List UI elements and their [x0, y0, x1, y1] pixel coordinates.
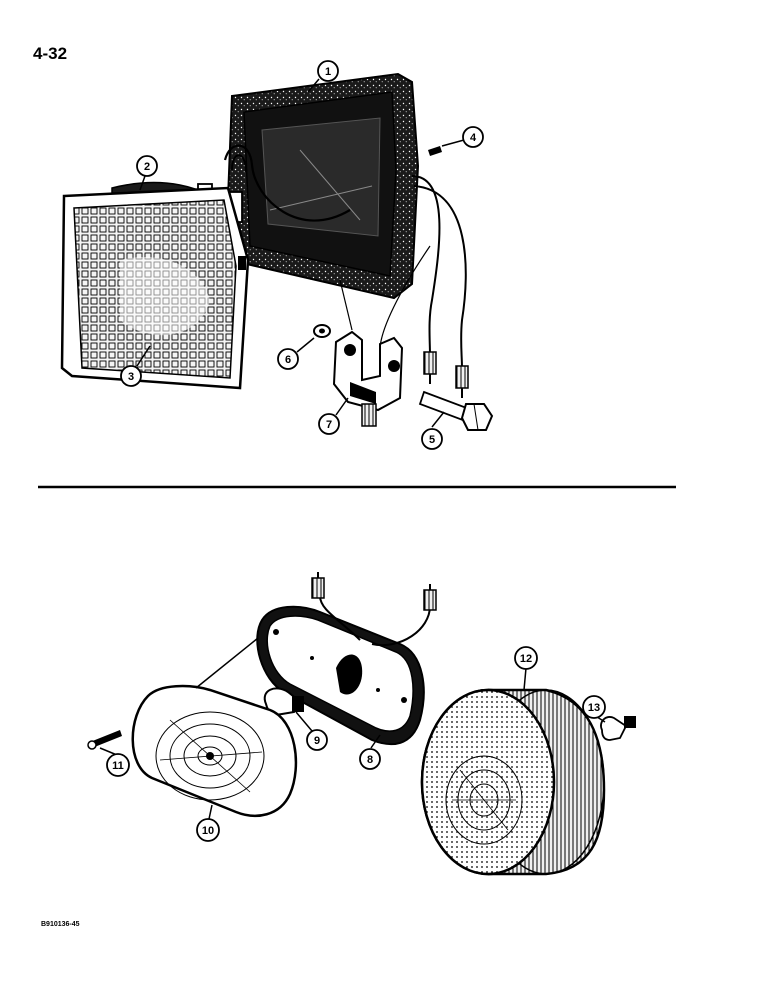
callout-5: 5	[421, 428, 443, 450]
lens-screw	[87, 730, 122, 750]
figure-code: B910136-45	[41, 921, 80, 928]
tail-lamp-lens	[131, 684, 298, 818]
lamp-bracket	[332, 330, 404, 427]
flat-washer	[313, 324, 331, 338]
callout-13-label: 13	[588, 702, 600, 714]
callout-8-label: 8	[367, 754, 373, 766]
callout-12: 12	[514, 646, 538, 670]
callout-10: 10	[196, 818, 220, 842]
small-screw-upper	[428, 146, 442, 156]
callout-3: 3	[120, 365, 142, 387]
callout-12-label: 12	[520, 653, 532, 665]
small-bulb	[600, 716, 636, 741]
work-lamp-lens	[60, 181, 250, 390]
callout-4: 4	[462, 126, 484, 148]
callout-9-label: 9	[314, 735, 320, 747]
callout-3-label: 3	[128, 371, 134, 383]
callout-7: 7	[318, 413, 340, 435]
callout-10-label: 10	[202, 825, 214, 837]
page-number: 4-32	[33, 44, 68, 63]
callout-7-label: 7	[326, 419, 332, 431]
callout-2: 2	[136, 155, 158, 177]
wire-leads-upper	[339, 175, 469, 398]
wire-leads-lower	[311, 572, 437, 647]
callout-4-label: 4	[470, 132, 477, 144]
callout-1: 1	[317, 60, 339, 82]
leader-lines	[99, 78, 606, 820]
callout-5-label: 5	[429, 434, 435, 446]
hex-bolt	[418, 390, 494, 431]
callout-8: 8	[359, 748, 381, 770]
callout-9: 9	[306, 729, 328, 751]
work-lamp-housing	[223, 72, 420, 300]
callout-6-label: 6	[285, 354, 291, 366]
callout-6: 6	[277, 348, 299, 370]
callout-2-label: 2	[144, 161, 150, 173]
callout-11-label: 11	[112, 760, 124, 772]
callout-1-label: 1	[325, 66, 331, 78]
callout-11: 11	[106, 753, 130, 777]
round-lamp	[420, 688, 606, 876]
bulb	[263, 687, 304, 716]
callout-13: 13	[582, 695, 606, 719]
